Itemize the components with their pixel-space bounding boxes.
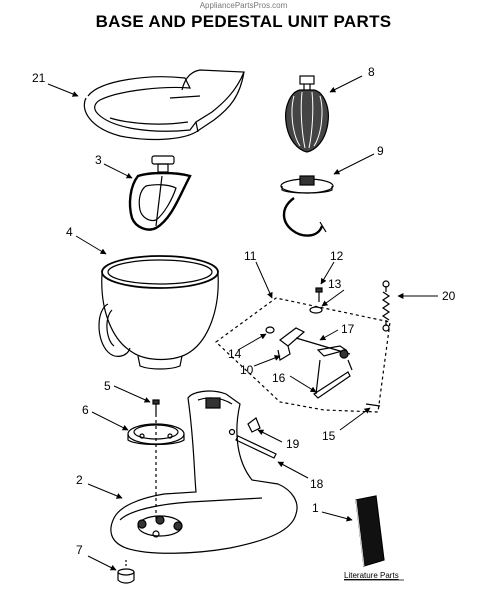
- dough-hook-part: [280, 175, 334, 237]
- hinge-assembly-outline: [215, 297, 391, 413]
- callout-14: 14: [228, 347, 242, 361]
- hinge-screw-part: [315, 287, 323, 302]
- washer-part: [309, 306, 323, 314]
- callout-21: 21: [32, 71, 46, 85]
- pivot-pin-part: [235, 435, 277, 459]
- callout-18: 18: [310, 477, 324, 491]
- literature-booklet-part: [355, 495, 385, 567]
- callout-2: 2: [76, 473, 83, 487]
- plate-screw-part: [152, 399, 160, 414]
- callout-11: 11: [244, 249, 257, 263]
- callout-15: 15: [322, 429, 336, 443]
- callout-3: 3: [95, 153, 102, 167]
- callout-arrows: [47, 75, 438, 571]
- callout-1: 1: [312, 501, 319, 515]
- spring-part: [381, 280, 391, 332]
- callout-8: 8: [368, 65, 375, 79]
- callout-20: 20: [442, 289, 456, 303]
- callout-6: 6: [82, 403, 89, 417]
- callout-16: 16: [272, 371, 286, 385]
- hinge-pin-assembly: [265, 326, 381, 407]
- callout-7: 7: [76, 543, 83, 557]
- callout-19: 19: [286, 437, 300, 451]
- bowl-part: [98, 255, 219, 370]
- pedestal-base-part: [110, 390, 298, 554]
- pouring-shield-part: [83, 69, 245, 141]
- flat-beater-part: [128, 155, 192, 231]
- callout-9: 9: [377, 144, 384, 158]
- callout-12: 12: [330, 249, 344, 263]
- callout-13: 13: [328, 277, 342, 291]
- callout-5: 5: [104, 379, 111, 393]
- callout-4: 4: [66, 225, 73, 239]
- page-title: BASE AND PEDESTAL UNIT PARTS: [95, 12, 392, 31]
- callout-10: 10: [240, 363, 254, 377]
- watermark: AppliancePartsPros.com: [199, 1, 288, 10]
- pin-clip-part: [247, 417, 261, 433]
- callout-17: 17: [341, 322, 355, 336]
- wire-whip-part: [285, 75, 329, 153]
- rubber-foot-part: [117, 560, 135, 584]
- literature-parts-label: Literature Parts: [344, 571, 399, 580]
